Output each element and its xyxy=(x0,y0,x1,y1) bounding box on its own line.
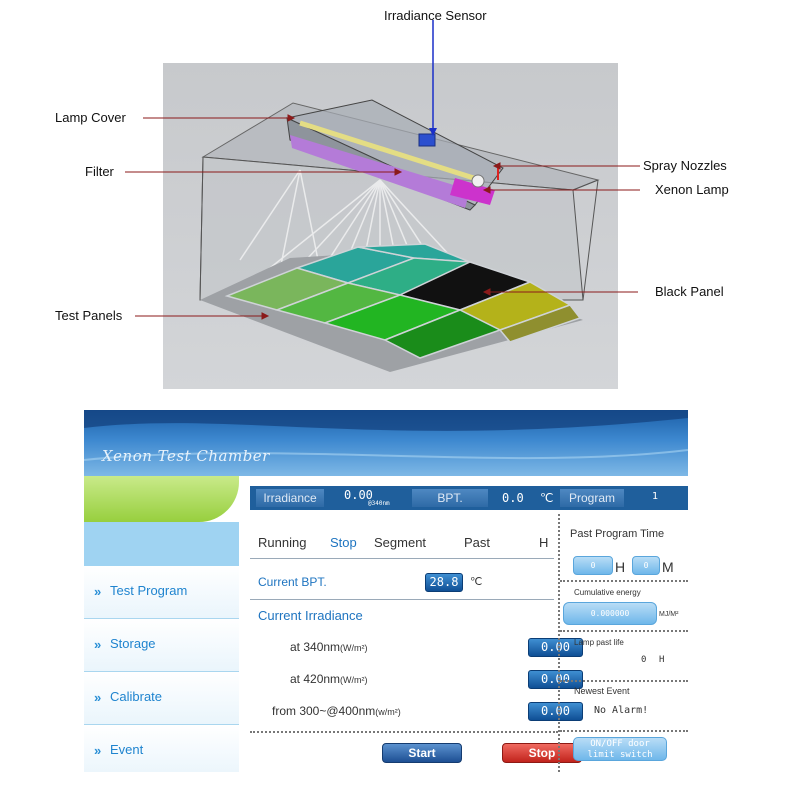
sidebar-item-storage[interactable]: » Storage xyxy=(84,619,239,672)
current-bpt-value: 28.8 xyxy=(425,573,463,592)
newest-event-label: Newest Event xyxy=(574,686,630,696)
start-button[interactable]: Start xyxy=(382,743,462,763)
sidebar-item-test-program[interactable]: » Test Program xyxy=(84,566,239,619)
program-value: 1 xyxy=(652,491,659,502)
segment-label: Segment xyxy=(374,535,427,550)
double-chevron-icon: » xyxy=(94,637,102,652)
run-state-value: Stop xyxy=(330,535,357,550)
current-bpt-label: Current BPT. xyxy=(258,575,327,589)
sidebar-banner xyxy=(84,476,239,522)
irradiance-300-400-unit: (w/m²) xyxy=(375,707,401,717)
past-label: Past xyxy=(464,535,491,550)
past-program-time-label: Past Program Time xyxy=(570,528,665,540)
dotted-divider xyxy=(560,730,688,732)
bpt-label: BPT. xyxy=(412,489,488,507)
irradiance-wavelength: @340nm xyxy=(368,500,390,507)
callout-black-panel: Black Panel xyxy=(655,284,724,299)
bpt-value: 0.0 xyxy=(502,491,524,505)
chamber-illustration xyxy=(125,20,640,389)
irradiance-340-label: at 340nm(W/m²) xyxy=(290,640,368,654)
sidebar-item-event[interactable]: » Event xyxy=(84,725,239,772)
irradiance-420-unit: (W/m²) xyxy=(340,675,368,685)
irradiance-420-value: 0.00 xyxy=(528,670,583,689)
sidebar: » Test Program » Storage » Calibrate » E… xyxy=(84,476,239,772)
past-unit-h: H xyxy=(539,535,549,550)
cumulative-energy-unit: MJ/M² xyxy=(659,611,679,618)
sidebar-band xyxy=(84,522,239,566)
irradiance-420-label: at 420nm(W/m²) xyxy=(290,672,368,686)
irradiance-value: 0.00 xyxy=(344,488,373,502)
dotted-divider xyxy=(560,630,688,632)
stop-button[interactable]: Stop xyxy=(502,743,582,763)
past-minutes-unit: M xyxy=(662,559,674,575)
double-chevron-icon: » xyxy=(94,584,102,599)
cumulative-energy-label: Cumulative energy xyxy=(574,588,641,597)
running-label: Running xyxy=(258,535,307,550)
callout-spray-nozzles: Spray Nozzles xyxy=(643,158,727,173)
callout-lamp-cover: Lamp Cover xyxy=(55,110,126,125)
lamp-past-life-value: 0 xyxy=(641,655,647,665)
header-swoosh xyxy=(84,410,688,461)
sidebar-item-label: Test Program xyxy=(110,583,188,598)
irradiance-340-unit: (W/m²) xyxy=(340,643,368,653)
app-title: Xenon Test Chamber xyxy=(102,447,270,465)
irradiance-420-text: at 420nm xyxy=(290,672,341,686)
status-bar: Irradiance 0.00 @340nm BPT. 0.0 ℃ Progra… xyxy=(250,486,688,510)
lamp-past-life-label: Lamp past life xyxy=(574,638,624,647)
dotted-divider xyxy=(560,580,688,582)
chamber-diagram: Irradiance Sensor Lamp Cover Filter Spra… xyxy=(55,8,729,389)
door-limit-switch-button[interactable]: ON/OFF door limit switch xyxy=(573,737,667,761)
sidebar-item-label: Calibrate xyxy=(110,689,163,704)
irradiance-300-400-label: from 300~@400nm(w/m²) xyxy=(272,704,401,718)
double-chevron-icon: » xyxy=(94,743,102,758)
irradiance-300-400-value: 0.00 xyxy=(528,702,583,721)
irradiance-300-400-text: from 300~@400nm xyxy=(272,704,376,718)
current-irradiance-heading: Current Irradiance xyxy=(258,608,363,623)
program-label: Program xyxy=(560,489,624,507)
double-chevron-icon: » xyxy=(94,690,102,705)
dotted-divider xyxy=(560,680,688,682)
current-bpt-unit: ℃ xyxy=(470,576,483,588)
irradiance-340-text: at 340nm xyxy=(290,640,341,654)
sidebar-item-calibrate[interactable]: » Calibrate xyxy=(84,672,239,725)
irradiance-label: Irradiance xyxy=(256,489,324,507)
hmi-header: Xenon Test Chamber xyxy=(84,410,688,476)
main-panel: Running Stop Segment Past H Current BPT.… xyxy=(250,514,583,772)
lamp-past-life-unit: H xyxy=(659,655,665,665)
past-minutes-value: 0 xyxy=(632,556,660,575)
callout-xenon-lamp: Xenon Lamp xyxy=(655,182,729,197)
bpt-unit: ℃ xyxy=(540,491,554,505)
past-hours-value: 0 xyxy=(573,556,613,575)
past-hours-unit: H xyxy=(615,559,626,575)
callout-test-panels: Test Panels xyxy=(55,308,123,323)
divider xyxy=(250,558,554,559)
dotted-divider xyxy=(250,731,558,733)
hmi-screen: Xenon Test Chamber » Test Program » Stor… xyxy=(84,410,688,772)
divider xyxy=(250,599,554,600)
sidebar-item-label: Event xyxy=(110,742,144,757)
callout-irradiance-sensor: Irradiance Sensor xyxy=(384,8,487,23)
sidebar-item-label: Storage xyxy=(110,636,156,651)
cumulative-energy-value: 0.000000 xyxy=(563,602,657,625)
irradiance-340-value: 0.00 xyxy=(528,638,583,657)
callout-filter: Filter xyxy=(85,164,114,179)
dotted-separator xyxy=(558,514,560,772)
newest-event-value: No Alarm! xyxy=(594,705,649,716)
